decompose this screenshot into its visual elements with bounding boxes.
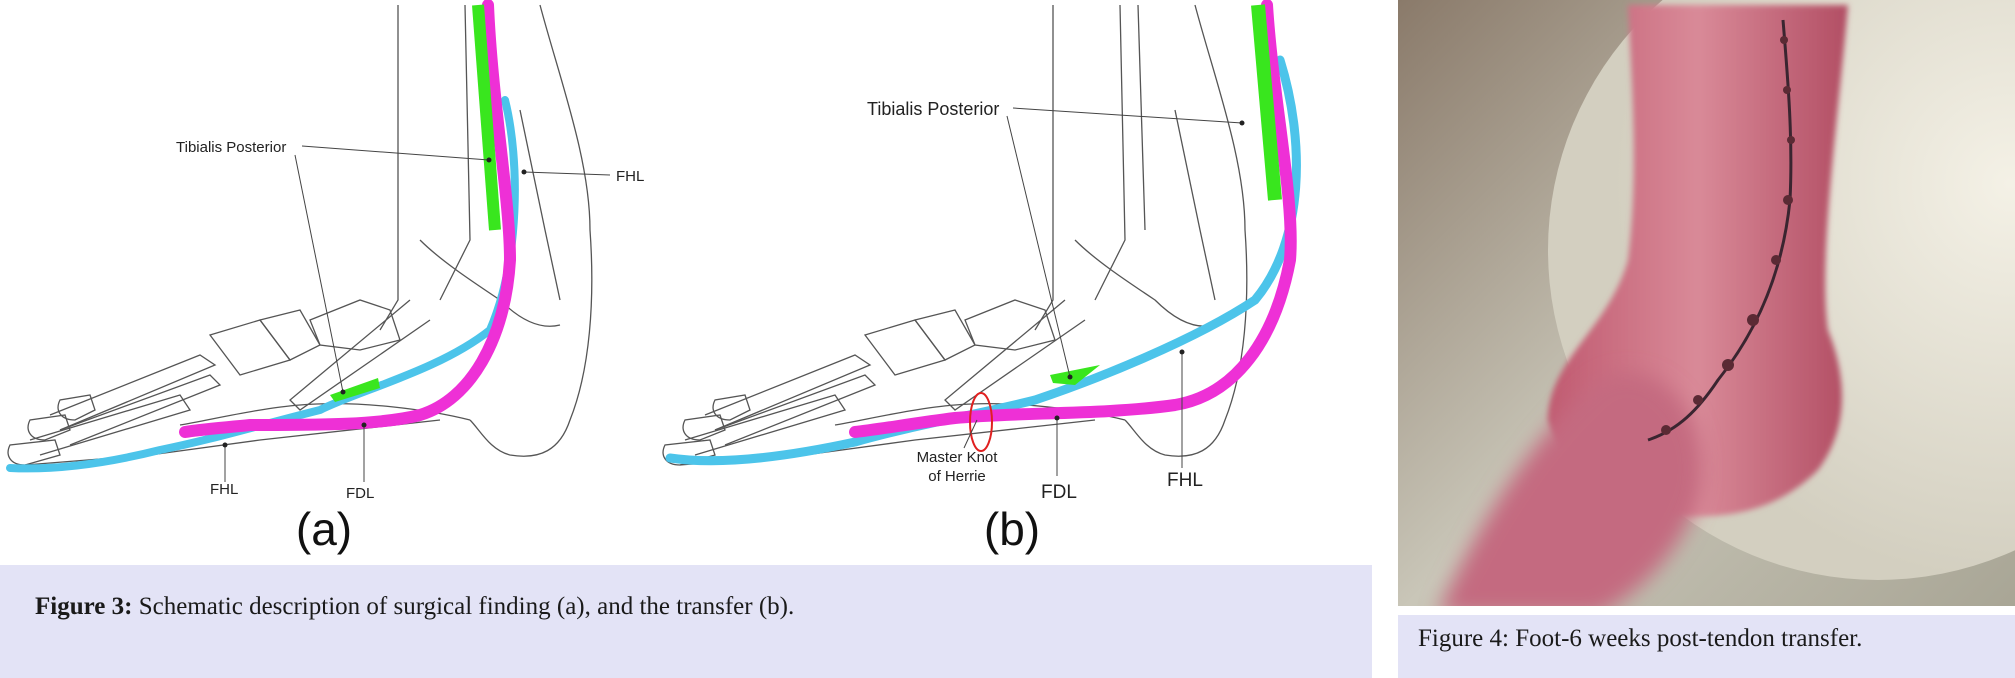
figure4-caption-box: Figure 4: Foot-6 weeks post-tendon trans…: [1398, 615, 2015, 678]
figure3-caption-label: Figure 3:: [35, 593, 133, 620]
label-fhl-upper: FHL: [616, 168, 644, 185]
fdl-tendon: [179, 0, 517, 438]
figure3-caption-box: Figure 3: Schematic description of surgi…: [0, 565, 1372, 678]
figure3-caption-text: Schematic description of surgical findin…: [132, 593, 795, 620]
leader-lines: [224, 145, 611, 482]
label-fhl-lower: FHL: [210, 481, 238, 498]
figure3-caption: Figure 3: Schematic description of surgi…: [35, 593, 794, 621]
blurred-foreground-foot: [1438, 372, 1702, 615]
figure3-panel-a: Tibialis Posterior FHL FHL FDL (a): [6, 0, 644, 555]
label-tibialis-posterior: Tibialis Posterior: [867, 99, 999, 119]
label-fdl: FDL: [1041, 482, 1077, 503]
panel-b-label: (b): [984, 503, 1040, 555]
suture-marks: [1661, 36, 1795, 435]
tibialis-posterior-stump: [330, 378, 380, 402]
label-fdl: FDL: [346, 485, 374, 502]
foot-skeleton-outline: [7, 4, 593, 466]
panel-a-label: (a): [296, 503, 352, 555]
fdl-tendon: [849, 0, 1297, 438]
label-master-knot-line2: of Herrie: [928, 468, 986, 485]
tibialis-posterior-tendon: [472, 4, 501, 231]
leader-lines: [963, 107, 1243, 476]
tibialis-posterior-stump: [1050, 365, 1100, 385]
label-fhl: FHL: [1167, 470, 1203, 491]
label-master-knot-line1: Master Knot: [917, 449, 999, 466]
leader-dots: [222, 157, 527, 448]
figure4-caption: Figure 4: Foot-6 weeks post-tendon trans…: [1418, 625, 1863, 652]
master-knot-marker: [969, 392, 993, 452]
label-tibialis-posterior: Tibialis Posterior: [176, 139, 286, 156]
surgical-incision: [1647, 19, 1793, 442]
tibialis-posterior-tendon: [1251, 4, 1282, 201]
figure3-panel-b: Tibialis Posterior Master Knot of Herrie…: [662, 0, 1301, 555]
leader-dots: [1054, 120, 1245, 421]
figure4-photo: [1398, 0, 2015, 615]
foot-skeleton-outline: [662, 4, 1248, 466]
